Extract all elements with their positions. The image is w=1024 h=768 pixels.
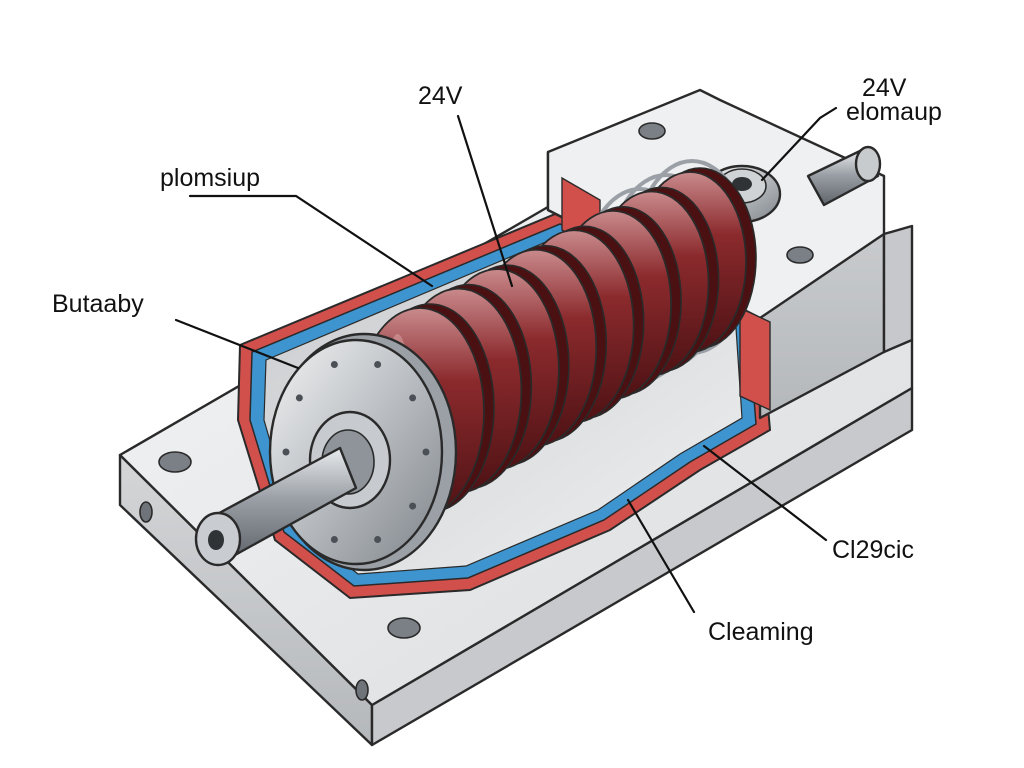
label-upper-left: plomsiup xyxy=(160,164,260,192)
port-fitting-bore xyxy=(732,177,752,191)
leader-lines xyxy=(174,106,838,614)
bolt-hole xyxy=(409,394,417,402)
leader-top-right xyxy=(760,106,838,182)
flange-bolt-holes xyxy=(282,361,430,543)
front-shaft-bore xyxy=(208,530,224,550)
label-left: Butaaby xyxy=(52,290,144,318)
mounting-hole xyxy=(355,679,369,701)
rear-shaft-end xyxy=(854,145,882,183)
label-bottom: Cleaming xyxy=(708,618,814,646)
bolt-hole xyxy=(374,361,382,369)
mounting-hole xyxy=(638,122,666,140)
end-block-gasket-slot xyxy=(739,306,771,412)
leader-right xyxy=(702,444,828,542)
front-flange-assembly xyxy=(194,332,458,572)
bolt-hole xyxy=(330,361,338,369)
mounting-hole xyxy=(387,617,421,639)
leader-top-center xyxy=(456,114,514,288)
leader-bottom xyxy=(626,498,696,614)
mounting-hole xyxy=(786,246,814,264)
mounting-hole xyxy=(158,451,192,473)
label-top-right-line2: elomaup xyxy=(846,98,942,126)
label-top-right-line1: 24V xyxy=(862,74,907,102)
bolt-hole xyxy=(422,448,430,456)
label-right: Cl29cic xyxy=(832,536,914,564)
mounting-hole xyxy=(139,501,153,523)
callout-labels: 24V 24V elomaup plomsiup Butaaby Cl29cic… xyxy=(52,74,942,646)
bolt-hole xyxy=(295,394,303,402)
bolt-hole xyxy=(374,535,382,543)
bolt-hole xyxy=(282,448,290,456)
bolt-hole xyxy=(330,535,338,543)
bolt-hole xyxy=(409,502,417,510)
leader-left xyxy=(174,318,300,370)
end-block-right xyxy=(882,224,914,354)
label-top-center: 24V xyxy=(418,82,463,110)
leader-upper-left xyxy=(188,194,434,288)
